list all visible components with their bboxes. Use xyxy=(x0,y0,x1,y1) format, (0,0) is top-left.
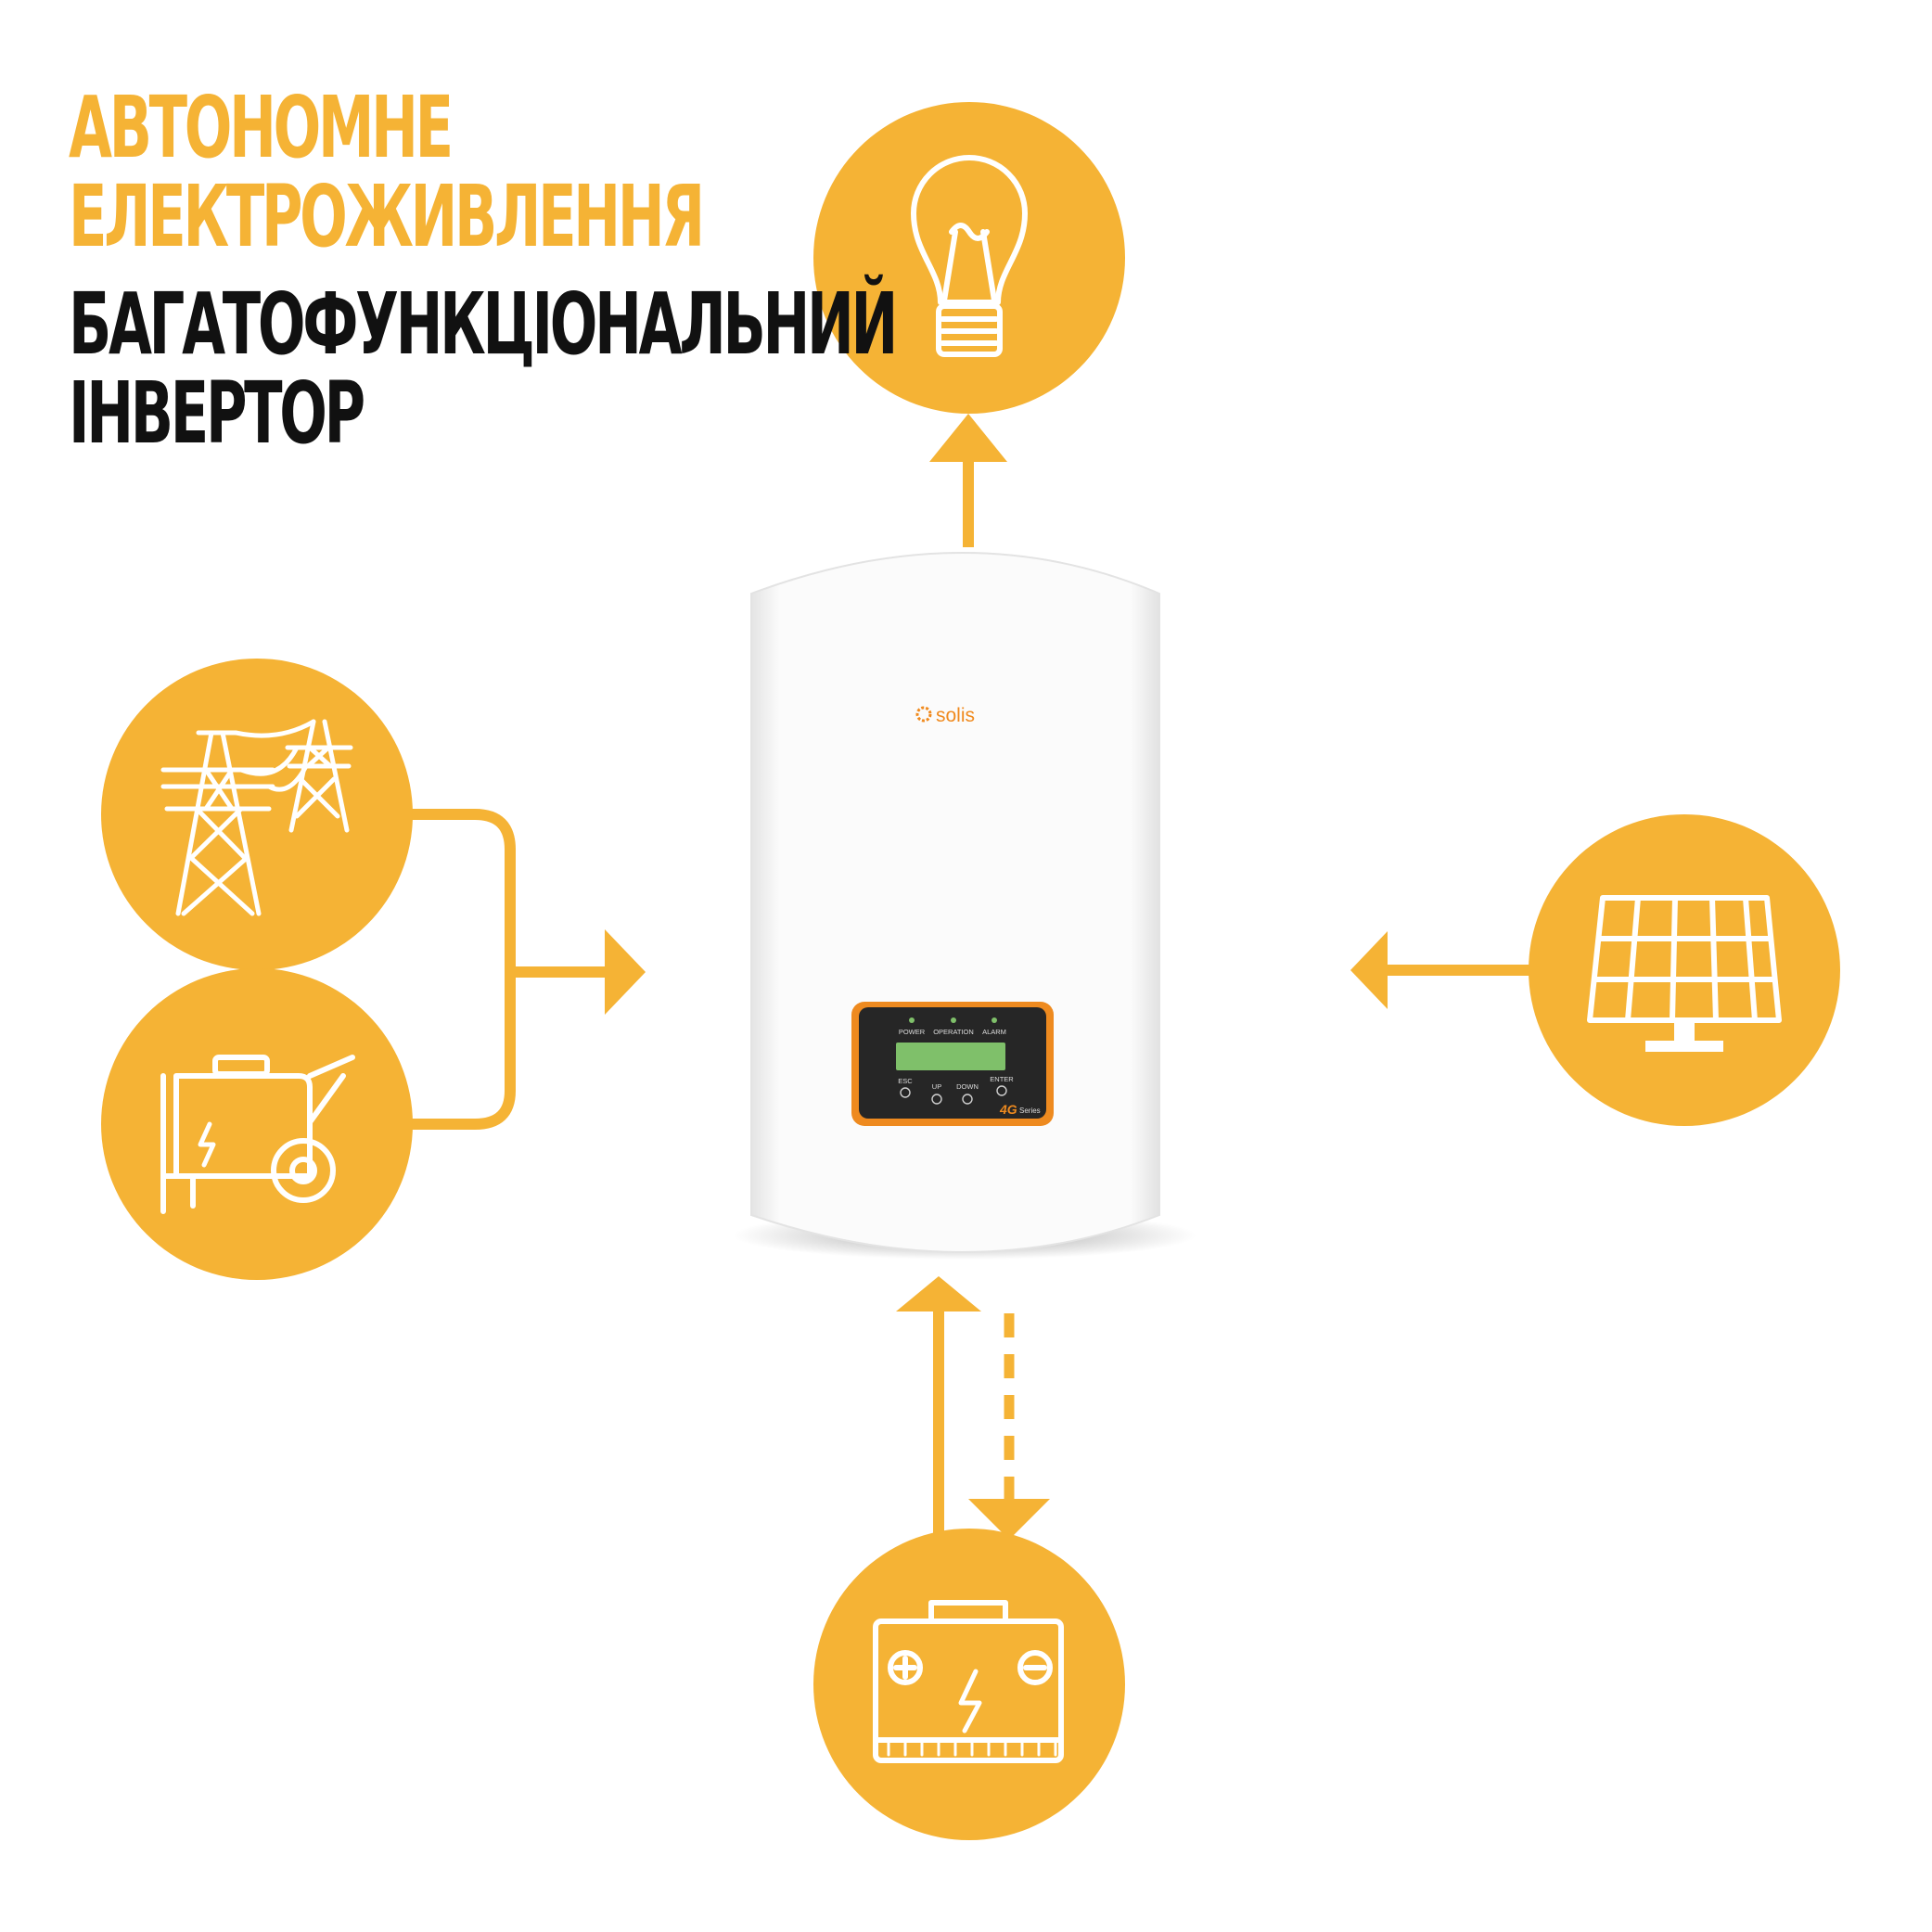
down-label: DOWN xyxy=(956,1082,979,1091)
grid-circle xyxy=(101,659,413,970)
subtitle-line-1: БАГАТОФУНКЦІОНАЛЬНИЙ xyxy=(69,275,898,374)
subtitle-line-2: ІНВЕРТОР xyxy=(69,364,365,463)
arrow-up-inverter xyxy=(896,1276,981,1311)
brand-name: solis xyxy=(936,705,975,726)
sun-logo-icon xyxy=(915,706,932,723)
arrow-up-load xyxy=(929,414,1007,462)
series-number: 4G xyxy=(999,1102,1017,1117)
title-line-2: ЕЛЕКТРОЖИВЛЕННЯ xyxy=(69,167,705,266)
arrow-right-inverter xyxy=(605,929,646,1015)
solar-node xyxy=(1529,814,1840,1126)
generator-node xyxy=(101,968,413,1280)
battery-icon xyxy=(873,1600,1064,1763)
enter-button[interactable] xyxy=(996,1085,1007,1096)
alarm-led xyxy=(992,1017,997,1023)
alarm-indicator-label: ALARM xyxy=(982,1028,1006,1036)
series-label: Series xyxy=(1019,1107,1041,1115)
solar-circle xyxy=(1529,814,1840,1126)
power-led xyxy=(909,1017,915,1023)
power-tower-icon xyxy=(160,719,353,916)
load-circle xyxy=(813,102,1125,414)
up-label: UP xyxy=(932,1082,941,1091)
operation-led xyxy=(951,1017,956,1023)
esc-label: ESC xyxy=(898,1077,913,1085)
subtitle: БАГАТОФУНКЦІОНАЛЬНИЙ ІНВЕРТОР xyxy=(69,280,1321,458)
up-button[interactable] xyxy=(931,1094,942,1105)
grid-node xyxy=(101,659,413,970)
solar-panel-icon xyxy=(1587,895,1782,1052)
connector-grid-generator xyxy=(411,809,516,1130)
power-indicator-label: POWER xyxy=(899,1028,926,1036)
battery-node xyxy=(813,1529,1125,1840)
arrow-left-inverter xyxy=(1350,931,1388,1009)
generator-icon xyxy=(160,1055,355,1214)
lcd-screen xyxy=(896,1043,1005,1070)
load-node xyxy=(813,102,1125,414)
light-bulb-icon xyxy=(911,155,1028,357)
title-line-1: АВТОНОМНЕ xyxy=(69,78,454,177)
arrowheads xyxy=(605,414,1388,1540)
connectors xyxy=(411,462,1530,1540)
enter-label: ENTER xyxy=(990,1075,1014,1083)
title-block: АВТОНОМНЕ ЕЛЕКТРОЖИВЛЕННЯ БАГАТОФУНКЦІОН… xyxy=(69,83,1321,458)
inverter-shell xyxy=(750,552,1160,1253)
arrow-down-battery xyxy=(968,1499,1050,1540)
inverter-device: solis POWER OPERATION ALARM ESC UP DOWN … xyxy=(733,552,1196,1260)
down-button[interactable] xyxy=(962,1094,973,1105)
operation-indicator-label: OPERATION xyxy=(933,1028,974,1036)
generator-circle xyxy=(101,968,413,1280)
brand-logo: solis xyxy=(915,705,975,726)
control-panel: POWER OPERATION ALARM ESC UP DOWN ENTER … xyxy=(851,1002,1054,1126)
esc-button[interactable] xyxy=(900,1087,911,1098)
